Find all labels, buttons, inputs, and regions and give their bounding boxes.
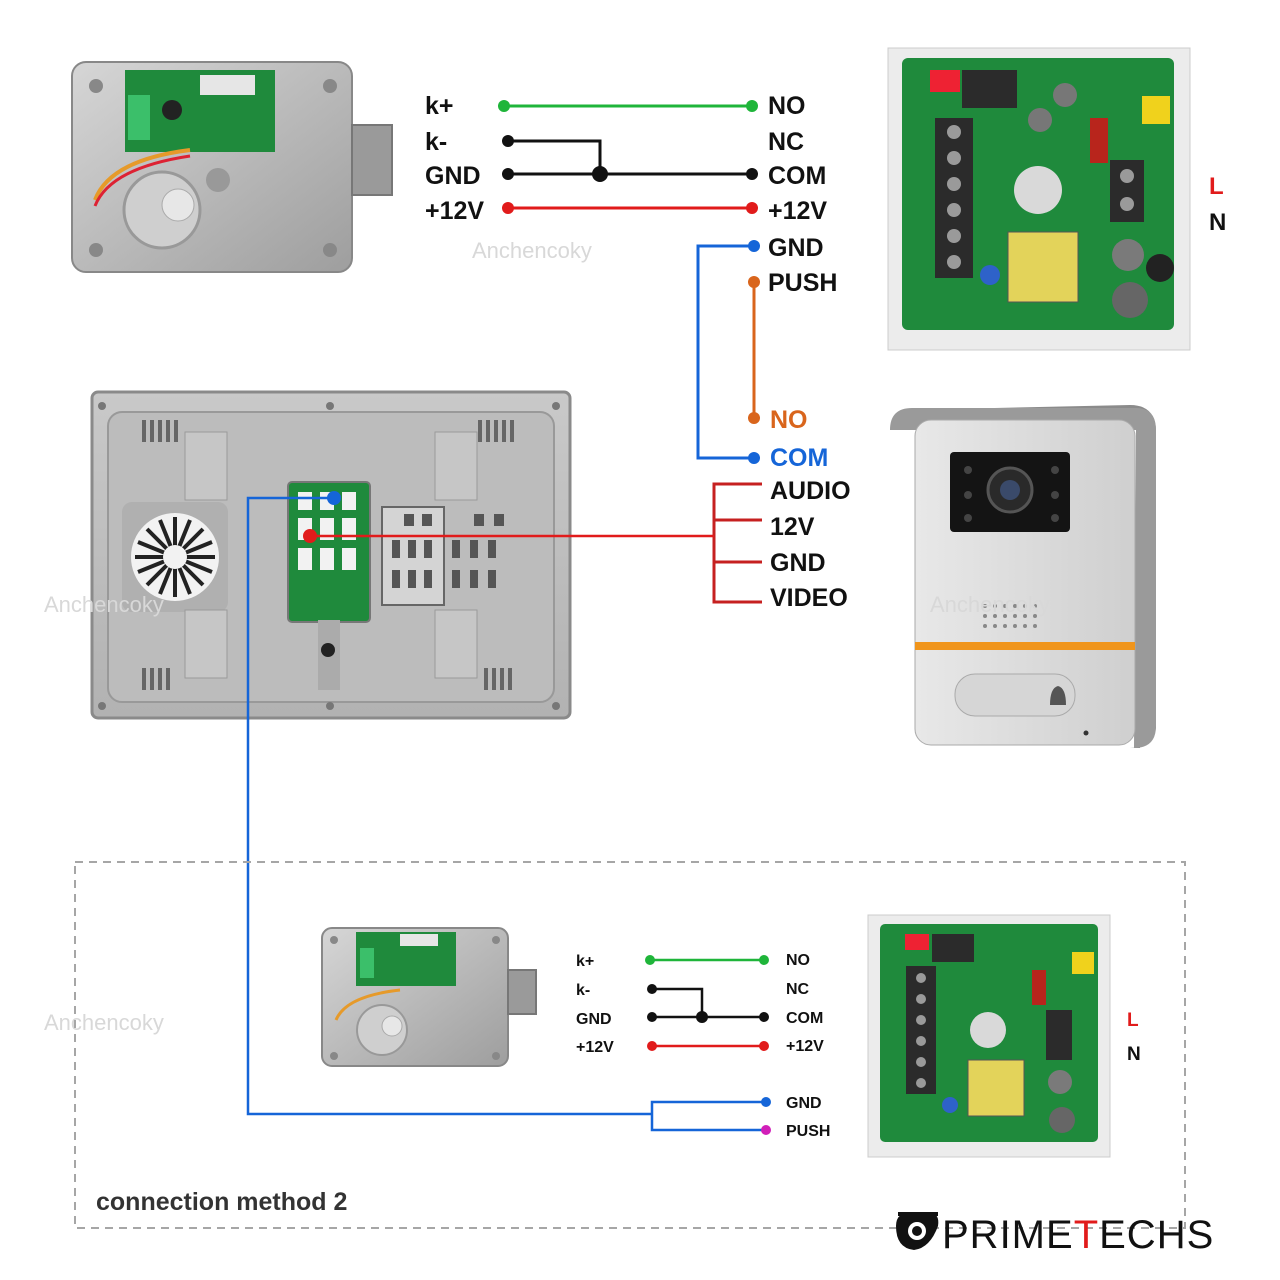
svg-text:PRIMETECHS: PRIMETECHS — [942, 1213, 1214, 1257]
monitor-back — [90, 390, 572, 720]
power-supply-bottom — [867, 914, 1111, 1158]
psu-label-com: COM — [768, 162, 826, 190]
brand-prime: PRIME — [942, 1213, 1074, 1257]
method-2-title: connection method 2 — [96, 1188, 347, 1216]
psu2-label-nc: NC — [786, 981, 810, 998]
psu2-label-no: NO — [786, 952, 810, 969]
camera-terminal-labels: NO COM AUDIO 12V GND VIDEO — [770, 406, 851, 612]
method-2-frame — [74, 861, 1186, 1229]
camera-label-12v: 12V — [770, 513, 815, 541]
watermark-3: Anchencoky — [930, 592, 1050, 617]
watermark-2: Anchencoky — [44, 592, 164, 617]
power-terminal-labels-2: NO NC COM +12V GND PUSH — [786, 952, 830, 1140]
camera-logo-icon — [896, 1212, 939, 1250]
lock2-label-gnd: GND — [576, 1011, 612, 1028]
psu-label-no: NO — [768, 92, 806, 120]
camera-label-no: NO — [770, 406, 808, 434]
brand-echs: ECHS — [1099, 1213, 1214, 1257]
psu2-label-push: PUSH — [786, 1123, 830, 1140]
psu2-label-com: COM — [786, 1010, 823, 1027]
psu-label-push: PUSH — [768, 269, 837, 297]
mains-label-l: L — [1209, 173, 1224, 200]
power-supply-top — [887, 47, 1191, 351]
camera-label-com: COM — [770, 444, 828, 472]
psu2-label-gnd: GND — [786, 1095, 822, 1112]
psu-label-nc: NC — [768, 128, 804, 156]
lock2-label-kplus: k+ — [576, 953, 594, 970]
lock-terminal-labels-2: k+ k- GND +12V — [576, 953, 614, 1056]
wires-method-1 — [246, 100, 762, 1116]
wires-method-2 — [645, 955, 771, 1135]
psu2-label-12v: +12V — [786, 1038, 824, 1055]
door-camera — [890, 405, 1156, 748]
electric-lock-bottom — [321, 927, 537, 1067]
electric-lock-top — [71, 61, 393, 273]
lock-label-gnd: GND — [425, 162, 481, 190]
mains2-label-l: L — [1127, 1010, 1139, 1031]
lock2-label-kminus: k- — [576, 982, 590, 999]
mains-label-n: N — [1209, 209, 1226, 236]
power-terminal-labels: NO NC COM +12V GND PUSH — [768, 92, 837, 297]
lock-label-kminus: k- — [425, 128, 447, 156]
camera-label-audio: AUDIO — [770, 477, 851, 505]
lock2-label-12v: +12V — [576, 1039, 614, 1056]
lock-terminal-labels: k+ k- GND +12V — [425, 92, 484, 225]
brand-t: T — [1074, 1213, 1099, 1257]
brand-logo: PRIMETECHS — [896, 1212, 1214, 1257]
watermark-4: Anchencoky — [44, 1010, 164, 1035]
psu-label-12v: +12V — [768, 197, 827, 225]
lock-label-kplus: k+ — [425, 92, 454, 120]
watermark-1: Anchencoky — [472, 238, 592, 263]
camera-label-video: VIDEO — [770, 584, 848, 612]
camera-label-gnd: GND — [770, 549, 826, 577]
mains2-label-n: N — [1127, 1044, 1141, 1065]
psu-label-gnd: GND — [768, 234, 824, 262]
lock-label-12v: +12V — [425, 197, 484, 225]
